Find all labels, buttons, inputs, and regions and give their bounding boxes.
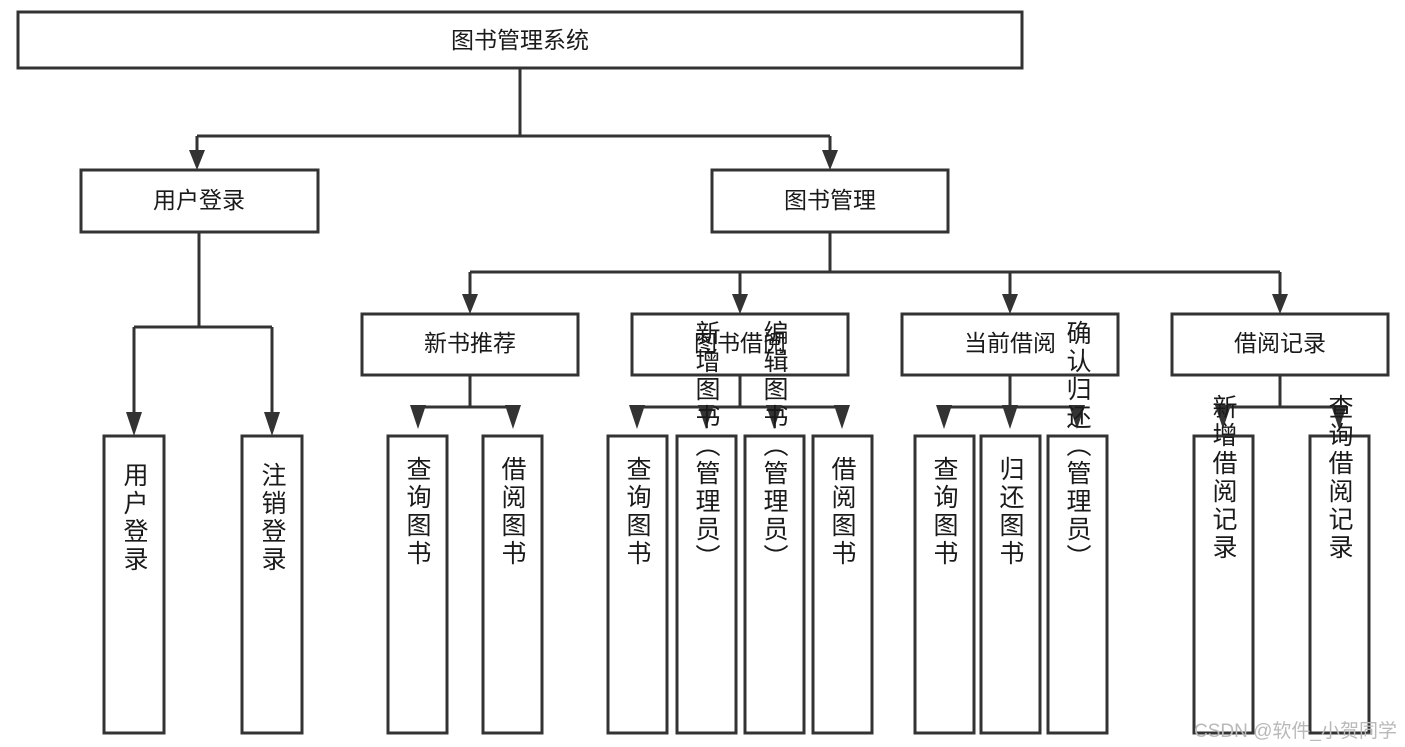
node-current-borrow-box[interactable] — [900, 312, 1120, 377]
connector-group-new-book-rec — [410, 375, 521, 429]
connector-group-book-manage — [462, 232, 1288, 314]
node-book-borrow[interactable]: 图书借阅 — [630, 312, 850, 377]
node-leaf-confirm-return-box[interactable] — [1046, 434, 1109, 735]
node-user-login-box[interactable] — [79, 168, 320, 234]
node-current-borrow-label: 当前借阅 — [964, 330, 1056, 356]
node-borrow-record[interactable]: 借阅记录 — [1170, 312, 1390, 377]
node-book-borrow-box[interactable] — [630, 312, 850, 377]
node-leaf-edit-book[interactable]: 编辑图书（管理员） — [743, 320, 806, 735]
node-leaf-query-record-label: 查询借阅记录 — [1325, 394, 1354, 562]
node-borrow-record-label: 借阅记录 — [1234, 330, 1326, 356]
arrowhead-leaf-query-record — [1331, 405, 1347, 429]
node-leaf-query-book-2-box[interactable] — [606, 434, 669, 735]
node-root[interactable]: 图书管理系统 — [16, 10, 1024, 70]
node-leaf-edit-book-label: 编辑图书（管理员） — [760, 320, 789, 572]
node-leaf-add-record-box[interactable] — [1192, 434, 1255, 735]
node-leaf-confirm-return-label: 确认归还（管理员） — [1063, 320, 1092, 572]
arrowhead-leaf-borrow-book-1 — [505, 405, 521, 429]
node-leaf-query-book-3-box[interactable] — [913, 434, 976, 735]
node-leaf-borrow-book-2-label: 借阅图书 — [828, 456, 857, 568]
connector-group-current-borrow — [936, 375, 1085, 429]
arrowhead-leaf-borrow-book-2 — [834, 405, 850, 429]
arrowhead-leaf-user-login — [126, 412, 142, 436]
node-leaf-borrow-book-2-box[interactable] — [811, 434, 874, 735]
node-book-borrow-label: 图书借阅 — [694, 330, 786, 356]
node-borrow-record-box[interactable] — [1170, 312, 1390, 377]
arrowhead-leaf-confirm-return — [1069, 405, 1085, 429]
node-leaf-return-book[interactable]: 归还图书 — [979, 434, 1042, 735]
arrowhead-user-login — [189, 150, 205, 170]
node-leaf-add-record-label: 新增借阅记录 — [1209, 394, 1238, 562]
connector-group-book-borrow — [629, 375, 850, 429]
node-leaf-user-login-label: 用户登录 — [120, 462, 149, 574]
arrowhead-leaf-edit-book — [766, 405, 782, 429]
node-book-manage-box[interactable] — [710, 168, 950, 234]
node-user-login[interactable]: 用户登录 — [79, 168, 320, 234]
connector-group-user-login — [126, 232, 280, 436]
node-leaf-return-book-box[interactable] — [979, 434, 1042, 735]
node-leaf-query-book-1-box[interactable] — [386, 434, 449, 735]
node-leaf-borrow-book-1-label: 借阅图书 — [498, 456, 527, 568]
node-new-book-rec-label: 新书推荐 — [424, 330, 516, 356]
arrowhead-current-borrow — [1002, 294, 1018, 314]
node-book-manage[interactable]: 图书管理 — [710, 168, 950, 234]
arrowhead-new-book-rec — [462, 294, 478, 314]
node-leaf-query-book-1-label: 查询图书 — [403, 456, 432, 568]
node-leaf-query-book-3[interactable]: 查询图书 — [913, 434, 976, 735]
node-leaf-query-book-2-label: 查询图书 — [623, 456, 652, 568]
node-new-book-rec[interactable]: 新书推荐 — [360, 312, 580, 377]
node-leaf-confirm-return[interactable]: 确认归还（管理员） — [1046, 320, 1109, 735]
node-leaf-query-book-3-label: 查询图书 — [930, 456, 959, 568]
arrowhead-leaf-query-book-2 — [629, 405, 645, 429]
arrowhead-borrow-record — [1272, 294, 1288, 314]
node-leaf-edit-book-box[interactable] — [743, 434, 806, 735]
arrowhead-leaf-add-book — [698, 405, 714, 429]
node-root-label: 图书管理系统 — [451, 27, 589, 53]
node-leaf-user-login-box[interactable] — [102, 434, 166, 735]
node-leaf-borrow-book-1-box[interactable] — [481, 434, 544, 735]
arrowhead-leaf-query-book-1 — [410, 405, 426, 429]
arrowhead-book-borrow — [732, 294, 748, 314]
node-leaf-add-record[interactable]: 新增借阅记录 — [1192, 394, 1255, 735]
node-leaf-add-book[interactable]: 新增图书（管理员） — [675, 320, 738, 735]
arrowhead-leaf-user-logout — [264, 412, 280, 436]
node-leaf-user-logout-box[interactable] — [240, 434, 304, 735]
node-leaf-borrow-book-1[interactable]: 借阅图书 — [481, 434, 544, 735]
node-leaf-add-book-box[interactable] — [675, 434, 738, 735]
connector-group-root — [189, 68, 838, 170]
node-new-book-rec-box[interactable] — [360, 312, 580, 377]
node-leaf-query-book-2[interactable]: 查询图书 — [606, 434, 669, 735]
arrowhead-leaf-return-book — [1002, 405, 1018, 429]
node-leaf-add-book-label: 新增图书（管理员） — [692, 320, 721, 572]
node-current-borrow[interactable]: 当前借阅 — [900, 312, 1120, 377]
node-user-login-label: 用户登录 — [153, 187, 245, 213]
node-leaf-user-logout-label: 注销登录 — [258, 462, 287, 574]
node-leaf-query-record-box[interactable] — [1308, 434, 1371, 735]
node-leaf-return-book-label: 归还图书 — [996, 456, 1025, 568]
connector-group-borrow-record — [1215, 375, 1347, 429]
arrowhead-book-manage — [822, 150, 838, 170]
node-leaf-user-logout[interactable]: 注销登录 — [240, 434, 304, 735]
node-leaf-query-book-1[interactable]: 查询图书 — [386, 434, 449, 735]
arrowhead-leaf-query-book-3 — [936, 405, 952, 429]
node-leaf-borrow-book-2[interactable]: 借阅图书 — [811, 434, 874, 735]
node-leaf-query-record[interactable]: 查询借阅记录 — [1308, 394, 1371, 735]
node-root-box[interactable] — [16, 10, 1024, 70]
node-book-manage-label: 图书管理 — [784, 187, 876, 213]
node-leaf-user-login[interactable]: 用户登录 — [102, 434, 166, 735]
arrowhead-leaf-add-record — [1215, 405, 1231, 429]
